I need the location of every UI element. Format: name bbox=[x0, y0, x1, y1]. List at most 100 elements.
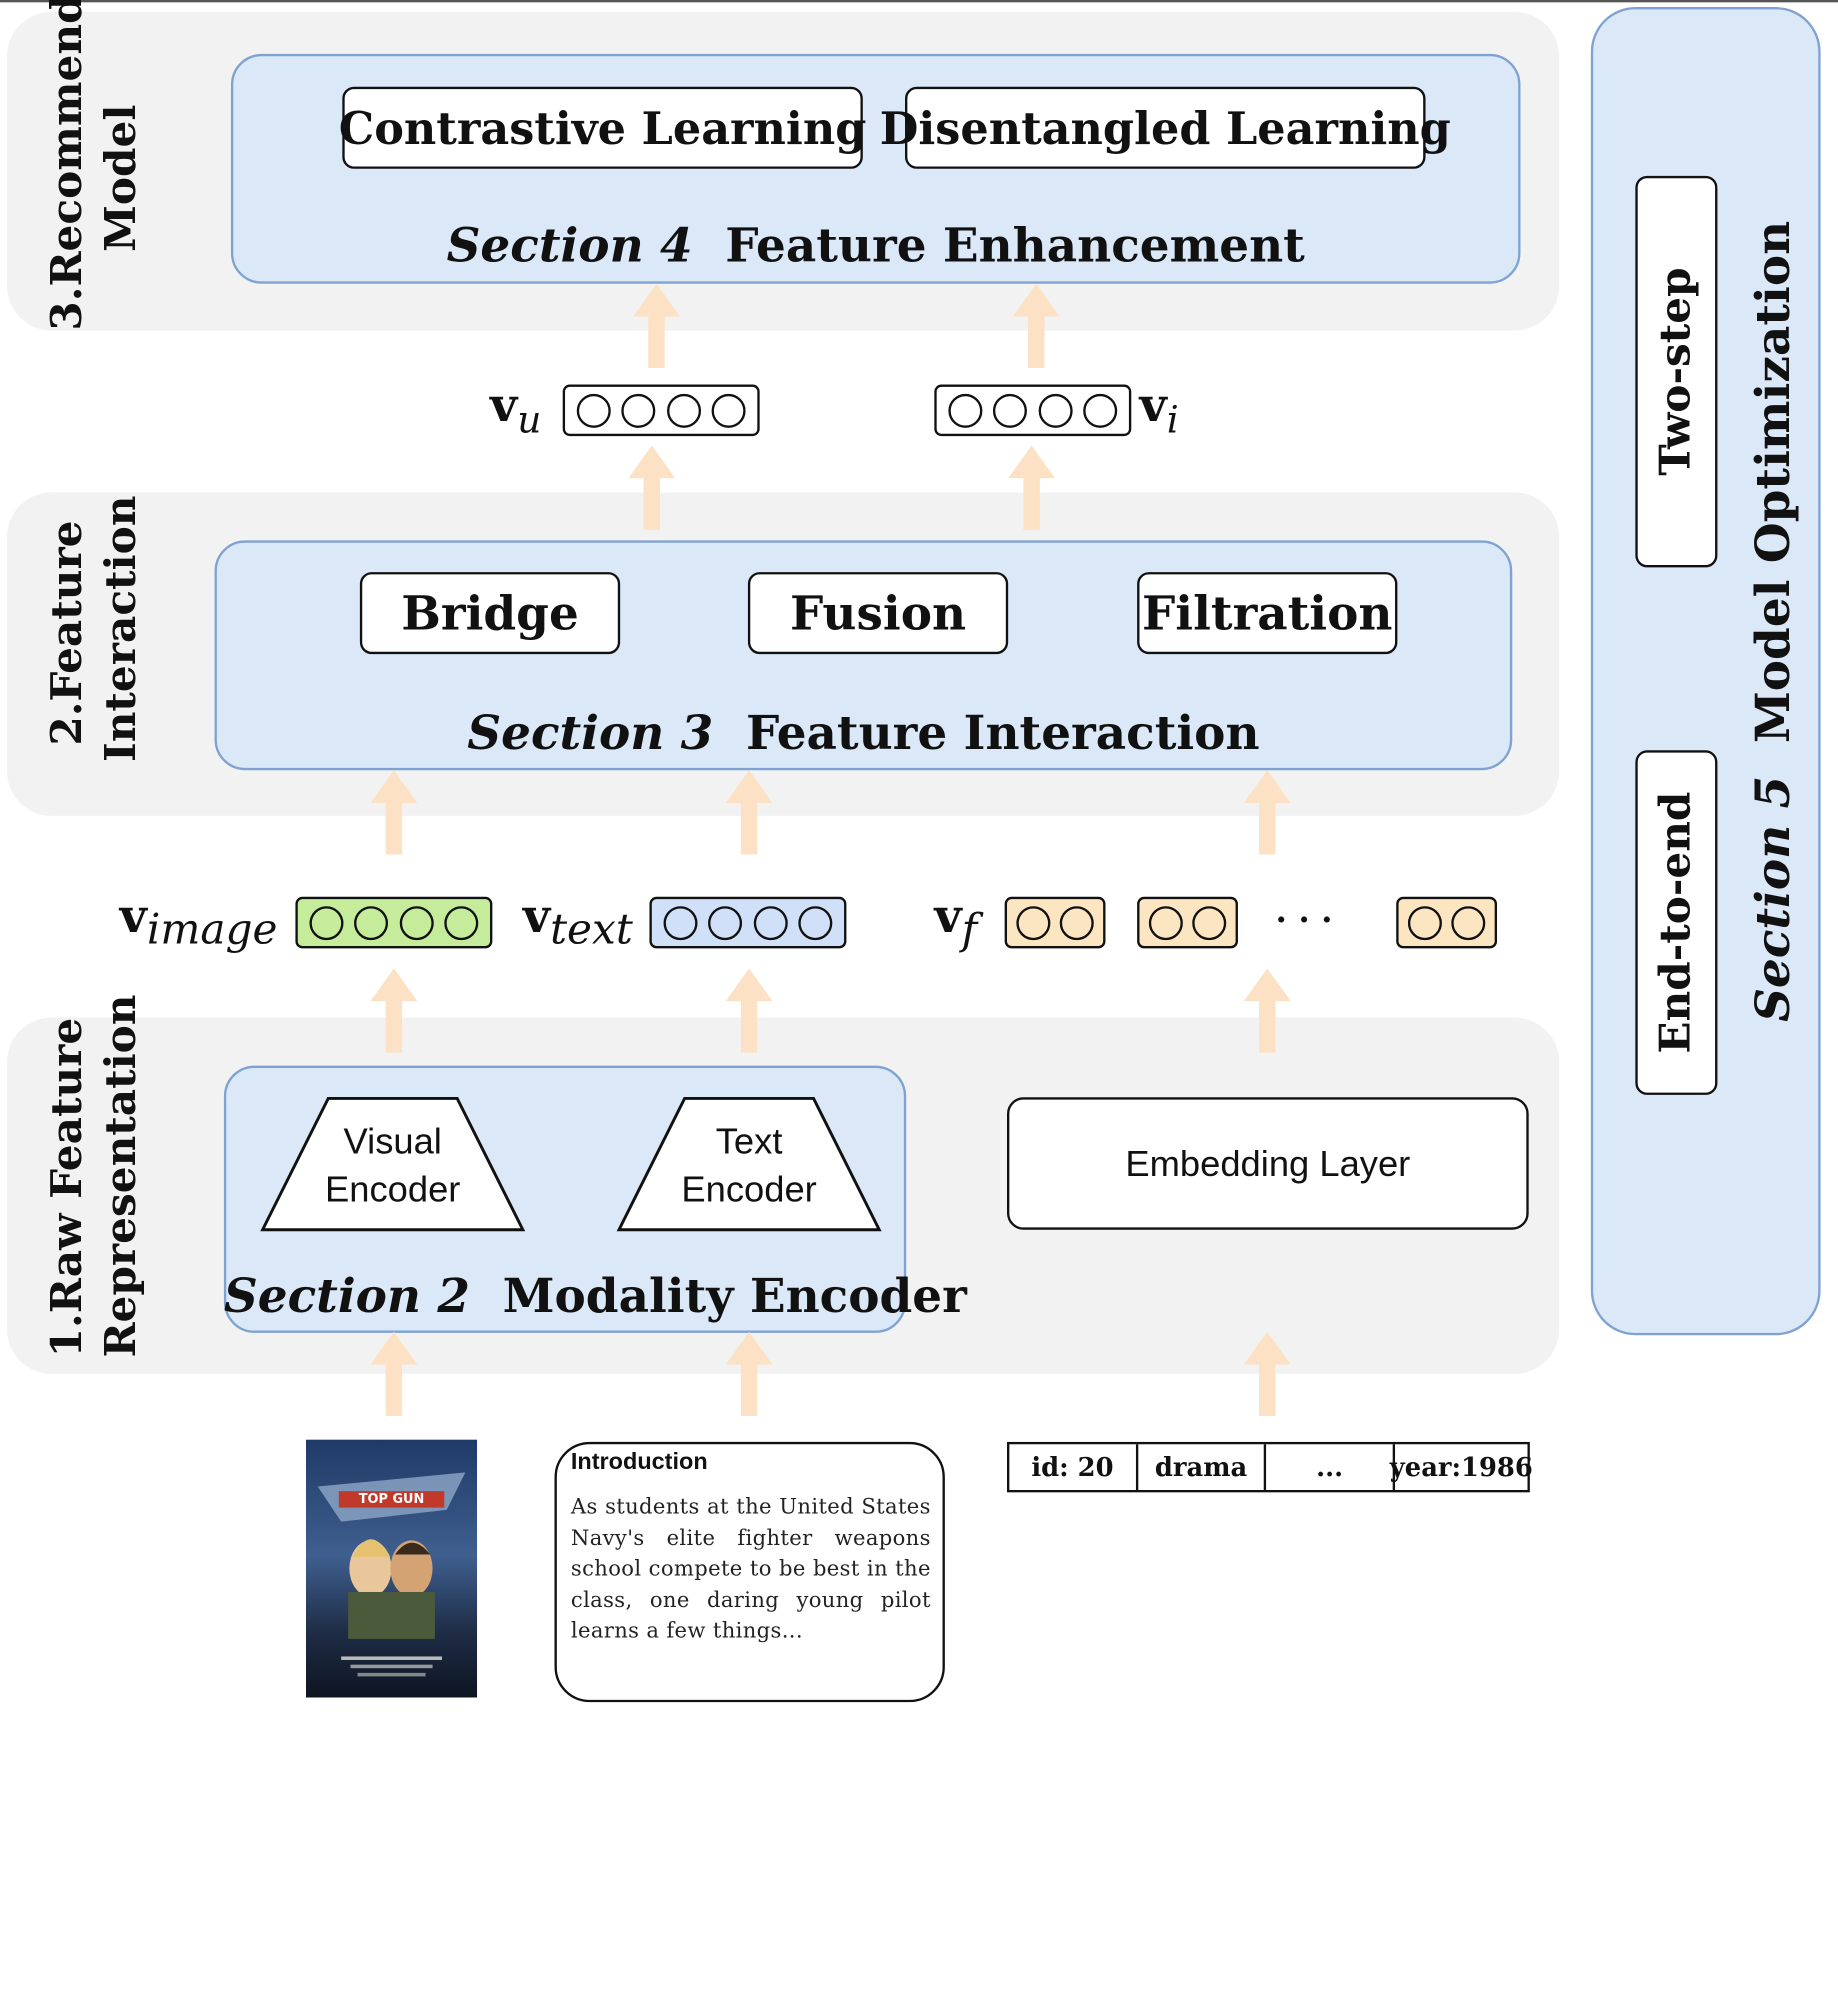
contrastive-learning-box: Contrastive Learning bbox=[339, 86, 866, 169]
vector-cell bbox=[576, 393, 611, 428]
text-encoder-label: Text Encoder bbox=[617, 1117, 882, 1213]
vector-cell bbox=[1192, 905, 1227, 940]
vf-vector-n bbox=[1396, 896, 1498, 949]
vtext-symbol-main: v bbox=[522, 888, 551, 944]
movie-poster-image bbox=[305, 1439, 478, 1698]
arrow-interaction-to-vu bbox=[628, 445, 676, 530]
section3-caption: Section 3 Feature Interaction bbox=[215, 706, 1513, 761]
vf-symbol: vf bbox=[934, 888, 977, 955]
visual-encoder-line2: Encoder bbox=[325, 1168, 461, 1210]
vtext-symbol: vtext bbox=[522, 888, 633, 955]
arrow-vi-to-enhancement bbox=[1012, 283, 1060, 369]
vector-cell bbox=[753, 905, 788, 940]
section4-label: Section 4 bbox=[446, 218, 693, 274]
vu-symbol: vu bbox=[490, 377, 541, 441]
arrow-text-encoder-to-vtext bbox=[725, 968, 773, 1053]
text-encoder-line2: Encoder bbox=[681, 1168, 817, 1210]
vf-vector-1 bbox=[1004, 896, 1106, 949]
fusion-box: Fusion bbox=[747, 572, 1009, 655]
arrow-poster-to-visual-encoder bbox=[370, 1331, 418, 1417]
layer-label-raw-feature: 1.Raw Feature Representation bbox=[42, 994, 146, 1358]
table-cell-genre: drama bbox=[1138, 1444, 1267, 1490]
vi-vector bbox=[934, 384, 1132, 437]
vtext-vector bbox=[649, 896, 847, 949]
vector-cell bbox=[354, 905, 389, 940]
arrow-vimage-to-interaction bbox=[370, 770, 418, 855]
vf-symbol-sub: f bbox=[961, 906, 978, 955]
bridge-box: Bridge bbox=[359, 572, 621, 655]
arrow-vu-to-enhancement bbox=[633, 283, 680, 369]
arrow-vtext-to-interaction bbox=[725, 770, 773, 855]
filtration-box: Filtration bbox=[1137, 572, 1398, 655]
vf-ellipsis: · · · bbox=[1275, 900, 1333, 940]
vector-cell bbox=[399, 905, 434, 940]
end-to-end-label: End-to-end bbox=[1650, 791, 1700, 1054]
vi-symbol-sub: i bbox=[1166, 397, 1179, 442]
arrow-intro-to-text-encoder bbox=[725, 1331, 773, 1417]
vf-vector-2 bbox=[1137, 896, 1238, 949]
vector-cell bbox=[947, 393, 982, 428]
layer-label-feature-interaction: 2.Feature Interaction bbox=[42, 495, 146, 762]
layer-label-recommend-model: 3.Recommend Model bbox=[42, 0, 146, 331]
end-to-end-box bbox=[1635, 750, 1718, 1095]
vector-cell bbox=[309, 905, 344, 940]
vector-cell bbox=[663, 905, 698, 940]
visual-encoder-trapezoid bbox=[260, 1096, 526, 1232]
table-cell-year: year:1986 bbox=[1389, 1451, 1533, 1483]
vu-symbol-sub: u bbox=[517, 397, 542, 442]
vector-cell bbox=[1038, 393, 1073, 428]
two-step-box bbox=[1635, 175, 1718, 568]
vector-cell bbox=[1016, 905, 1051, 940]
feature-table: id: 20 drama ... year:1986 bbox=[1007, 1441, 1533, 1493]
text-encoder-line1: Text bbox=[715, 1120, 783, 1162]
vf-symbol-main: v bbox=[934, 888, 962, 944]
arrow-table-to-embedding bbox=[1243, 1331, 1291, 1417]
vector-cell bbox=[993, 393, 1028, 428]
introduction-title: Introduction bbox=[570, 1448, 708, 1475]
visual-encoder-line1: Visual bbox=[343, 1120, 442, 1162]
section5-label: Section 5 bbox=[1745, 775, 1801, 1022]
vu-symbol-main: v bbox=[490, 377, 518, 433]
vtext-symbol-sub: text bbox=[550, 906, 633, 955]
visual-encoder-label: Visual Encoder bbox=[260, 1117, 525, 1213]
arrow-interaction-to-vi bbox=[1008, 445, 1056, 530]
arrow-vf-to-interaction bbox=[1243, 770, 1291, 855]
section5-caption: Section 5 Model Optimization bbox=[1745, 70, 1801, 1172]
vector-cell bbox=[712, 393, 747, 428]
section3-label: Section 3 bbox=[467, 705, 714, 761]
vector-cell bbox=[1148, 905, 1183, 940]
vi-symbol-main: v bbox=[1139, 377, 1167, 433]
vector-cell bbox=[1059, 905, 1094, 940]
disentangled-learning-box: Disentangled Learning bbox=[880, 86, 1451, 169]
vimage-vector bbox=[295, 896, 493, 949]
vi-symbol: vi bbox=[1139, 377, 1178, 441]
table-cell-ellipsis: ... bbox=[1266, 1444, 1396, 1490]
vector-cell bbox=[666, 393, 701, 428]
movie-poster-title: TOP GUN bbox=[358, 1491, 425, 1507]
introduction-box: Introduction As students at the United S… bbox=[554, 1441, 945, 1703]
text-encoder-trapezoid bbox=[616, 1096, 882, 1232]
vector-cell bbox=[708, 905, 743, 940]
vimage-symbol-main: v bbox=[119, 888, 147, 944]
section3-title: Feature Interaction bbox=[745, 705, 1260, 761]
introduction-text: As students at the United States Navy's … bbox=[570, 1494, 931, 1644]
embedding-layer-box: Embedding Layer bbox=[1007, 1097, 1529, 1230]
vector-cell bbox=[1451, 905, 1486, 940]
section2-title: Modality Encoder bbox=[502, 1268, 967, 1324]
vu-vector bbox=[562, 384, 760, 437]
two-step-label: Two-step bbox=[1650, 267, 1700, 476]
section5-title: Model Optimization bbox=[1745, 220, 1801, 744]
section4-caption: Section 4 Feature Enhancement bbox=[231, 218, 1521, 273]
vector-cell bbox=[444, 905, 479, 940]
table-cell-id: id: 20 bbox=[1009, 1444, 1138, 1490]
vimage-symbol: vimage bbox=[119, 888, 278, 955]
section2-label: Section 2 bbox=[223, 1268, 470, 1324]
vector-cell bbox=[621, 393, 656, 428]
section2-caption: Section 2 Modality Encoder bbox=[223, 1268, 967, 1324]
vector-cell bbox=[1083, 393, 1118, 428]
vimage-symbol-sub: image bbox=[146, 906, 278, 955]
vector-cell bbox=[798, 905, 833, 940]
arrow-embedding-to-vf bbox=[1243, 968, 1291, 1053]
top-border bbox=[0, 0, 1838, 3]
vector-cell bbox=[1407, 905, 1442, 940]
